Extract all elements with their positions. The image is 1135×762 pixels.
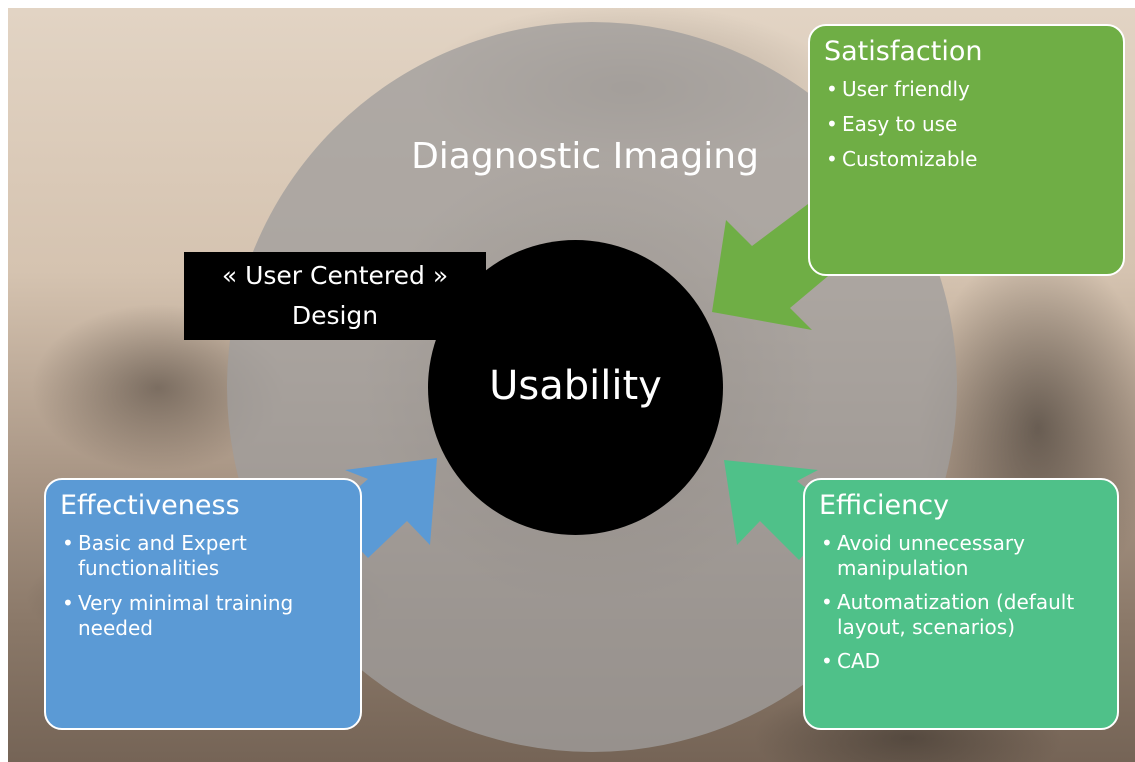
satisfaction-item: User friendly: [824, 77, 1109, 102]
satisfaction-card: Satisfaction User friendly Easy to use C…: [808, 24, 1125, 276]
effectiveness-list: Basic and Expert functionalities Very mi…: [60, 531, 346, 641]
effectiveness-title: Effectiveness: [60, 490, 240, 521]
efficiency-item: Automatization (default layout, scenario…: [819, 590, 1103, 640]
core-label: Usability: [489, 362, 662, 409]
core-circle: Usability: [428, 240, 723, 535]
efficiency-card: Efficiency Avoid unnecessary manipulatio…: [803, 478, 1119, 730]
effectiveness-card: Effectiveness Basic and Expert functiona…: [44, 478, 362, 730]
efficiency-title: Efficiency: [819, 490, 950, 521]
satisfaction-item: Easy to use: [824, 112, 1109, 137]
efficiency-list: Avoid unnecessary manipulation Automatiz…: [819, 531, 1103, 674]
design-label: « User Centered » Design: [184, 252, 486, 340]
design-label-line1: « User Centered »: [221, 261, 449, 290]
design-label-line2: Design: [291, 301, 379, 330]
efficiency-item: Avoid unnecessary manipulation: [819, 531, 1103, 581]
effectiveness-item: Basic and Expert functionalities: [60, 531, 346, 581]
satisfaction-list: User friendly Easy to use Customizable: [824, 77, 1109, 172]
context-label: Diagnostic Imaging: [411, 136, 759, 177]
effectiveness-item: Very minimal training needed: [60, 591, 346, 641]
efficiency-item: CAD: [819, 649, 1103, 674]
satisfaction-item: Customizable: [824, 147, 1109, 172]
satisfaction-title: Satisfaction: [824, 36, 983, 67]
